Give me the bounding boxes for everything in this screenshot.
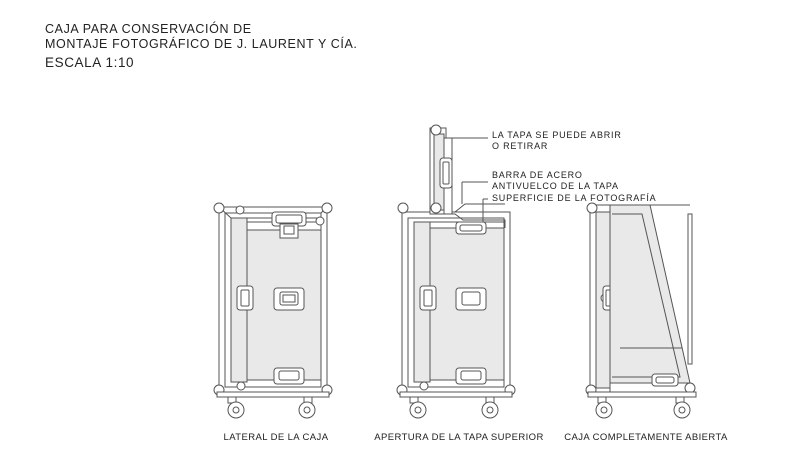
side-view-case	[213, 202, 333, 419]
title-line-1: CAJA PARA CONSERVACIÓN DE	[45, 22, 252, 36]
caption-side-view: LATERAL DE LA CAJA	[223, 432, 329, 443]
callout-lid-line-1: LA TAPA SE PUEDE ABRIR	[492, 130, 622, 140]
callout-surface: SUPERFICIE DE LA FOTOGRAFÍA	[492, 193, 657, 203]
callout-bar-line-1: BARRA DE ACERO	[492, 170, 583, 180]
top-lid-open-view	[396, 124, 516, 419]
callout-lid-line-2: O RETIRAR	[492, 140, 549, 151]
caption-top-open: APERTURA DE LA TAPA SUPERIOR	[374, 432, 544, 443]
caption-full-open: CAJA COMPLETAMENTE ABIERTA	[564, 432, 728, 443]
callout-bar-line-2: ANTIVUELCO DE LA TAPA	[492, 180, 619, 191]
callout-bar: BARRA DE ACERO ANTIVUELCO DE LA TAPA	[492, 170, 619, 191]
title-line-2: MONTAJE FOTOGRÁFICO DE J. LAURENT Y CÍA.	[45, 37, 358, 51]
fully-open-view	[585, 202, 697, 419]
callout-lid: LA TAPA SE PUEDE ABRIR O RETIRAR	[492, 130, 622, 151]
scale-label: ESCALA 1:10	[45, 55, 135, 70]
drawing-title: CAJA PARA CONSERVACIÓN DE MONTAJE FOTOGR…	[45, 22, 357, 52]
